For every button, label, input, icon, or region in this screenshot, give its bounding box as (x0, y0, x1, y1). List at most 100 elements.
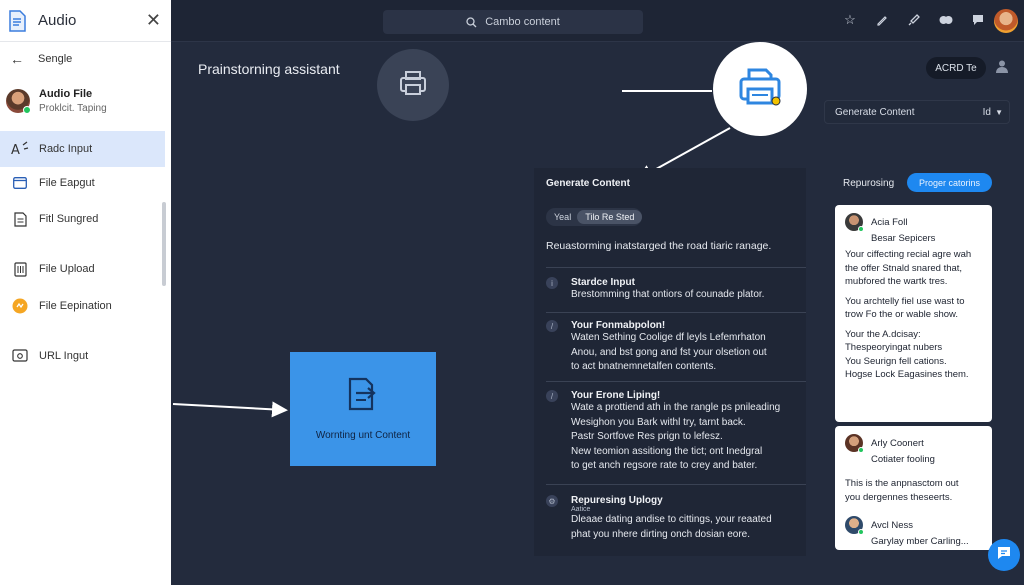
section-erone-liping: / Your Erone Liping! Wate a prottiend at… (546, 390, 804, 474)
search-icon (466, 16, 477, 28)
printer-circle-small (377, 49, 449, 121)
sidebar-scrollbar[interactable] (162, 202, 166, 286)
cloud-icon[interactable] (938, 12, 954, 28)
repurposing-card[interactable]: Acia Foll Besar Sepicers Your ciffecting… (835, 205, 992, 422)
generate-content-panel: Generate Content Yeal Tilo Re Sted Reuas… (534, 168, 806, 556)
card-caption: Garylay mber Carling... (871, 536, 969, 547)
sidebar-item-label: Radc Input (39, 143, 93, 155)
chevron-down-icon: ▼ (995, 107, 1003, 117)
avatar (845, 434, 864, 453)
chat-button[interactable] (988, 539, 1020, 571)
file-transfer-icon (344, 377, 382, 416)
section-title: Repuresing Uplogy (571, 495, 663, 506)
card-caption: Besar Sepicers (871, 233, 936, 244)
avatar (845, 213, 864, 232)
card-line: trow Fo the or wable show. (845, 309, 958, 320)
back-label: Sengle (38, 53, 73, 65)
sidebar-item-label: Fitl Sungred (39, 213, 99, 225)
back-button[interactable]: ← Sengle (0, 44, 171, 74)
card-line: Your the A.dcisay: (845, 328, 921, 340)
sidebar: Audio ✕ ← Sengle Audio File Proklcit. Ta… (0, 0, 171, 585)
chat-bubble-icon[interactable] (970, 12, 986, 28)
online-status-icon (23, 106, 31, 114)
card-name: Arly Coonert (871, 437, 924, 449)
close-icon[interactable]: ✕ (145, 10, 161, 30)
section-title: Your Fonmabpolon! (571, 320, 666, 331)
top-bar: Cambo content ☆ (171, 0, 1024, 42)
sidebar-item-fitl-sungred[interactable]: Fitl Sungred (0, 201, 165, 237)
star-icon[interactable]: ☆ (844, 12, 856, 27)
card-name: Avcl Ness (871, 519, 914, 531)
section-line: to get anch regsore rate to crey and bat… (571, 460, 758, 471)
section-repurposing: ⚙ Repuresing Uplogy Aatice Dleaae dating… (546, 495, 804, 542)
section-line: New teomion assitiong the tict; ont Ined… (571, 445, 763, 457)
section-line: to act bnatnemnetalfen contents. (571, 361, 717, 372)
sidebar-item-file-upload[interactable]: File Upload (0, 251, 165, 287)
sidebar-item-label: URL Ingut (39, 350, 89, 362)
edit-icon: / (546, 390, 558, 402)
sidebar-title: Audio (38, 12, 77, 29)
repurposing-card[interactable]: Arly Coonert Cotiater fooling This is th… (835, 426, 992, 550)
document-icon (6, 9, 28, 33)
acrd-button[interactable]: ACRD Te (926, 57, 986, 79)
brush-icon[interactable] (906, 12, 922, 28)
section-title: Your Erone Liping! (571, 390, 661, 401)
dropdown-label: Generate Content (835, 106, 915, 118)
card-line: Hogse Lock Eagasines them. (845, 369, 969, 380)
text-ai-icon: A (11, 140, 29, 158)
printer-icon (398, 70, 428, 101)
section-line: phat you nhere dirting onch dosian eore. (571, 528, 751, 540)
avatar[interactable] (994, 9, 1018, 33)
pen-icon[interactable] (874, 12, 890, 28)
user-name: Audio File (39, 88, 93, 100)
section-line: Wate a prottiend ath in the rangle ps pn… (571, 402, 781, 413)
sidebar-item-label: File Eapgut (39, 177, 95, 189)
info-icon: i (546, 277, 558, 289)
printer-icon (737, 67, 783, 112)
sidebar-user[interactable]: Audio File Proklcit. Taping (0, 74, 171, 122)
sidebar-item-file-eapgut[interactable]: File Eapgut (0, 165, 165, 201)
printer-circle-large (713, 42, 807, 136)
card-line: Thespeoryingat nubers (845, 342, 943, 353)
section-line: Wesighon you Bark withl try, tarnt back. (571, 416, 746, 428)
search-input[interactable]: Cambo content (383, 10, 643, 34)
card-line: You archtelly fiel use wast to (845, 295, 965, 307)
settings-icon: ⚙ (546, 495, 558, 507)
card-line: you dergennes theseerts. (845, 491, 953, 503)
section-line: Anou, and bst gong and fst your olsetion… (571, 346, 767, 358)
dropdown-value: Id (982, 106, 991, 118)
section-input: i Stardce Input Brestomming that ontiors… (546, 277, 804, 303)
sidebar-item-file-eepination[interactable]: File Eepination (0, 288, 165, 324)
card-line: You Seurign fell cations. (845, 355, 947, 367)
link-window-icon (11, 347, 29, 365)
sidebar-header: Audio ✕ (0, 0, 171, 42)
avatar (845, 516, 864, 535)
section-subtitle: Aatice (571, 506, 591, 513)
toolbar-icons: ☆ (842, 12, 986, 28)
page-title: Prainstorning assistant (198, 61, 340, 77)
repurposing-label: Repurosing (843, 178, 895, 189)
content-node[interactable]: Wornting unt Content (290, 352, 436, 466)
person-icon[interactable] (995, 59, 1009, 78)
divider (546, 381, 806, 382)
panel-description: Reuastorming inatstarged the road tiaric… (546, 240, 772, 252)
card-line: Your ciffecting recial agre wah (845, 249, 972, 260)
section-title: Stardce Input (571, 277, 635, 288)
svg-text:A: A (11, 143, 20, 157)
card-caption: Cotiater fooling (871, 454, 935, 465)
search-label: Cambo content (485, 16, 560, 28)
file-upload-icon (11, 260, 29, 278)
tab-yeal[interactable]: Yeal (554, 212, 572, 222)
repurposing-pill-button[interactable]: Proger catorins (907, 173, 992, 192)
sidebar-item-url-ingut[interactable]: URL Ingut (0, 338, 165, 374)
document-icon (11, 210, 29, 228)
online-status-icon (858, 447, 864, 453)
window-icon (11, 174, 29, 192)
sidebar-item-label: File Eepination (39, 300, 112, 312)
generate-content-dropdown[interactable]: Generate Content Id ▼ (824, 100, 1010, 124)
tab-tilo-re-sted[interactable]: Tilo Re Sted (577, 210, 643, 224)
back-arrow-icon: ← (10, 51, 24, 67)
card-line: mubfored the wartk tres. (845, 276, 948, 287)
card-line: the offer Stnald snared that, (845, 262, 963, 274)
sidebar-item-radc-input[interactable]: A Radc Input (0, 131, 165, 167)
